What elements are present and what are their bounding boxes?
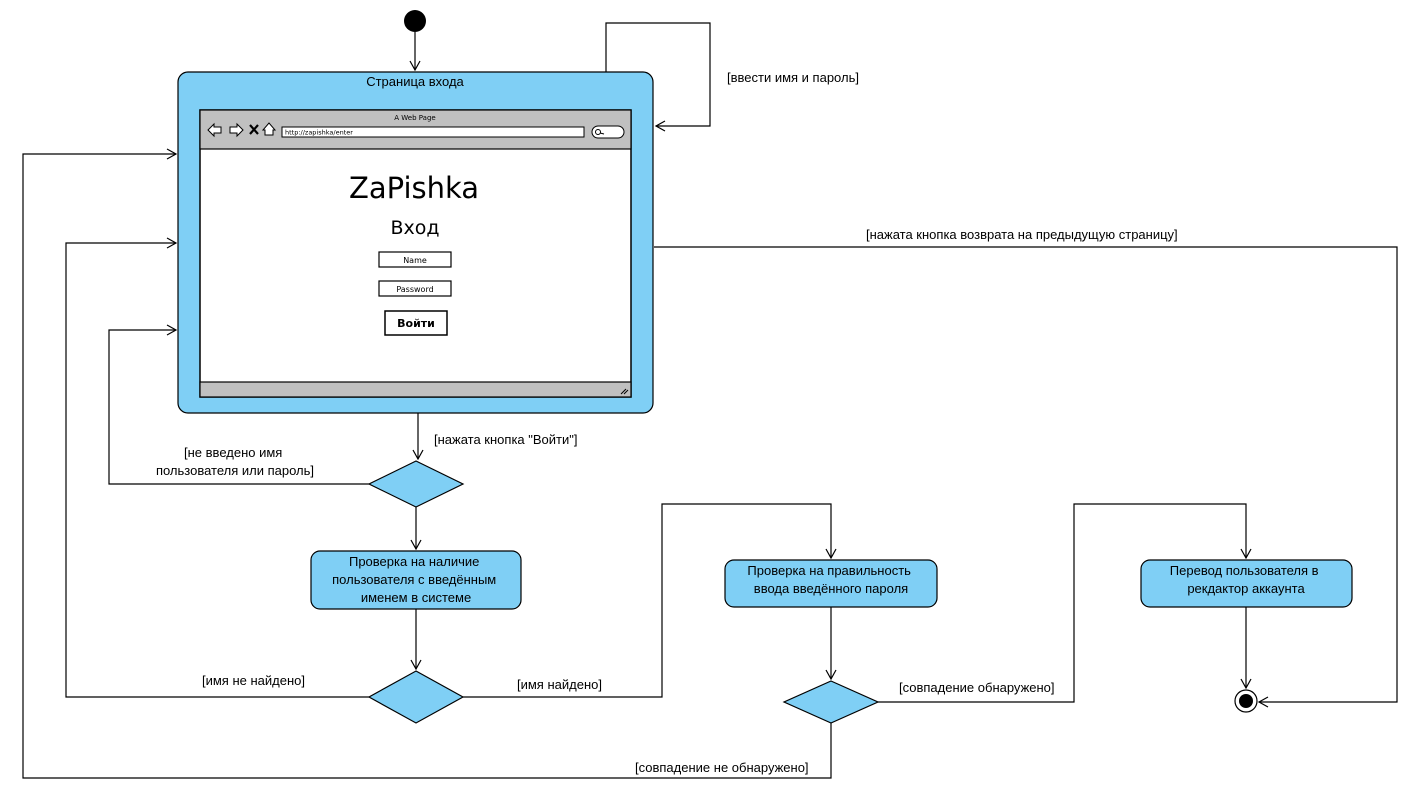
back-arrow-icon[interactable] [207,122,222,138]
label-match-not-found: [совпадение не обнаружено] [635,760,809,775]
edge-name-not-found [65,237,369,698]
login-page-title: Страница входа [366,74,464,89]
edge-start-to-login [409,32,421,72]
decision-fields-filled [367,460,465,508]
browser-status-bar [199,381,632,398]
edge-check-password-to-decision [825,607,837,681]
edge-back-pressed [654,246,1398,708]
url-bar[interactable] [281,126,585,138]
password-input-placeholder: Password [396,285,433,294]
home-icon[interactable] [261,122,277,136]
edge-decision-to-check-user [410,507,422,551]
label-login-pressed: [нажата кнопка "Войти"] [434,432,577,447]
edge-check-user-to-decision [410,609,422,671]
browser-mockup: A Web Page http://zapishka/enter ZaPishk… [199,109,632,398]
password-input[interactable] [378,280,452,297]
edge-self-loop [605,22,711,132]
url-text: http://zapishka/enter [285,129,353,137]
edge-match-found [878,503,1252,703]
label-name-found: [имя найдено] [517,677,602,692]
action-check-user-text: Проверка на наличие пользователя с введё… [332,554,500,605]
browser-window-title: A Web Page [394,114,435,122]
login-heading: Вход [390,217,439,239]
edge-match-not-found [22,148,832,779]
name-input[interactable] [378,251,452,268]
name-input-placeholder: Name [403,256,427,265]
edge-empty-fields [108,324,369,485]
decision-password-match [782,680,880,724]
forward-arrow-icon[interactable] [229,122,244,138]
action-redirect-text: Перевод пользователя в рекдактор аккаунт… [1170,563,1322,596]
final-node [1234,689,1258,713]
edge-name-found [463,503,837,698]
login-button[interactable] [384,310,448,336]
label-back-pressed: [нажата кнопка возврата на предыдущую ст… [866,227,1178,242]
initial-node [404,10,426,32]
label-name-not-found: [имя не найдено] [202,673,305,688]
stop-icon[interactable] [249,124,259,135]
edge-login-to-decision [412,413,424,461]
app-name: ZaPishka [349,171,479,205]
label-empty-fields: [не введено имя пользователя или пароль] [156,445,314,478]
login-button-label: Войти [397,317,435,330]
edge-redirect-to-final [1240,607,1252,690]
label-match-found: [совпадение обнаружено] [899,680,1055,695]
label-enter-credentials: [ввести имя и пароль] [727,70,859,85]
search-icon [595,129,605,135]
action-check-password-text: Проверка на правильность ввода введённог… [747,563,914,596]
resize-grip-icon [620,388,629,395]
browser-search-field[interactable] [591,125,625,139]
decision-name-exists [367,670,465,724]
